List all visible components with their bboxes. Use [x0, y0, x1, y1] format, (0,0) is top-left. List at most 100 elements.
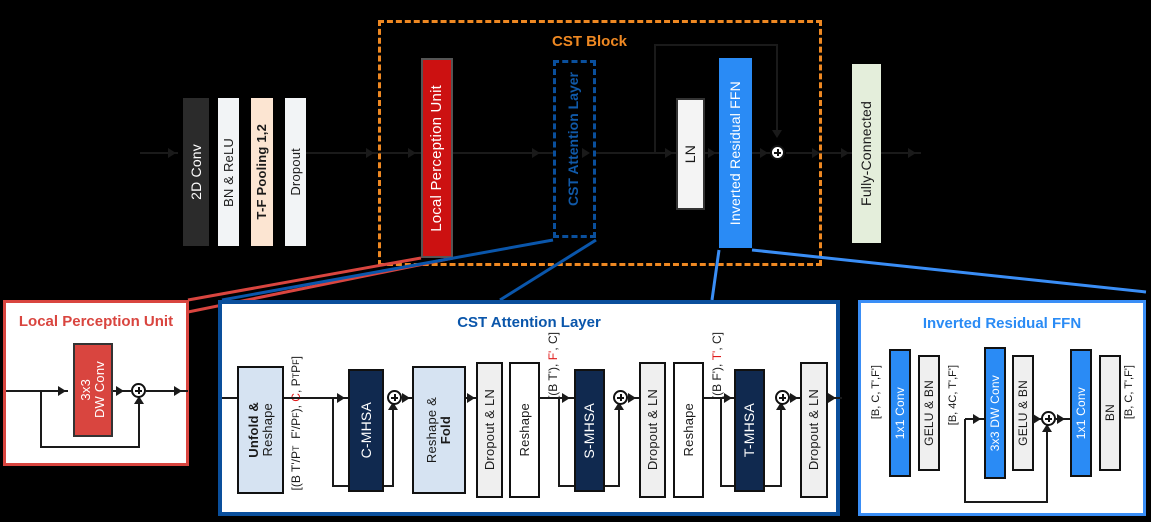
block-dropout[interactable]: Dropout — [285, 98, 306, 246]
stage-dropout-ln-3-label: Dropout & LN — [806, 389, 822, 471]
ffn-add-operator — [1041, 411, 1056, 426]
stage-reshape-fold-label-2: Fold — [438, 415, 453, 445]
block-inverted-residual-ffn-label: Inverted Residual FFN — [727, 80, 744, 226]
input-arrow — [168, 148, 176, 158]
ffn-skip-vertical-left — [654, 44, 656, 154]
lpu-add-arrow — [116, 386, 124, 396]
lpu-add-operator — [131, 383, 146, 398]
block-bn-relu[interactable]: BN & ReLU — [218, 98, 239, 246]
stage-dropout-ln-1[interactable]: Dropout & LN — [476, 362, 503, 498]
arrow-into-tmhsa — [724, 393, 732, 403]
ffn-skip-arrow — [1042, 424, 1052, 432]
ffn-panel-title: Inverted Residual FFN — [922, 315, 1082, 332]
stage-t-mhsa-label: T-MHSA — [741, 403, 758, 458]
ffn-arrow-into-dwconv — [973, 414, 981, 424]
block-dropout-label: Dropout — [287, 148, 303, 196]
smhsa-skip-arrow — [614, 402, 624, 410]
ffn-skip-horizontal — [654, 44, 778, 46]
ffn-detail-panel: Inverted Residual FFN [B, C, T',F'] [B, … — [858, 300, 1146, 516]
stage-dropout-ln-2-label: Dropout & LN — [644, 389, 660, 471]
smhsa-out-arrow — [628, 393, 636, 403]
block-2d-conv-label: 2D Conv — [187, 144, 204, 200]
stage-s-mhsa[interactable]: S-MHSA — [574, 369, 605, 492]
arrow-into-add — [760, 148, 768, 158]
smhsa-add-operator — [613, 390, 628, 405]
cst-output-arrow — [828, 393, 836, 403]
block-bn-relu-label: BN & ReLU — [220, 137, 236, 207]
ffn-block-gelu-bn-second-label: GELU & BN — [1015, 380, 1030, 446]
output-arrow — [908, 148, 916, 158]
block-ln-label: LN — [682, 144, 699, 164]
line-dropout-to-cst — [306, 152, 378, 154]
ffn-block-gelu-bn-first[interactable]: GELU & BN — [918, 355, 940, 471]
lpu-output-line — [146, 390, 188, 392]
stage-unfold-reshape[interactable]: Unfold & Reshape — [237, 366, 284, 494]
ffn-skip-arrow — [772, 130, 782, 138]
arrow-fold-to-dropout1 — [467, 393, 475, 403]
shape-label-2: [(B T'), F', C] — [546, 332, 560, 400]
lpu-dw-conv-block[interactable]: 3x3 DW Conv — [73, 343, 113, 437]
arrow-into-ln — [665, 148, 673, 158]
stage-dropout-ln-2[interactable]: Dropout & LN — [639, 362, 666, 498]
arrow-into-fc — [841, 148, 849, 158]
lpu-skip-down — [40, 391, 42, 447]
cst-block-title: CST Block — [552, 33, 628, 50]
shape-label-3: [(B F'), T', C] — [710, 332, 724, 400]
ffn-shape-label-2: [B, 4C, T',F'] — [947, 365, 959, 426]
arrow-exit-cst-block — [812, 148, 820, 158]
cst-attention-detail-panel: CST Attention Layer Unfold & Reshape [(B… — [218, 300, 842, 516]
cst-arrow-into-cmhsa — [337, 393, 345, 403]
stage-t-mhsa[interactable]: T-MHSA — [734, 369, 765, 492]
block-tf-pooling[interactable]: T-F Pooling 1,2 — [251, 98, 273, 246]
lpu-output-arrow — [174, 386, 182, 396]
lpu-panel-title: Local Perception Unit — [18, 313, 174, 330]
tmhsa-skip-down — [720, 398, 722, 486]
ffn-block-3x3-dw-conv[interactable]: 3x3 DW Conv — [984, 347, 1006, 479]
ffn-block-1x1-conv-first[interactable]: 1x1 Conv — [889, 349, 911, 477]
block-2d-conv[interactable]: 2D Conv — [183, 98, 209, 246]
cmhsa-skip-arrow — [388, 402, 398, 410]
line-attn-to-ln — [596, 152, 676, 154]
ffn-skip-h — [964, 501, 1048, 503]
stage-reshape-fold-label-1: Reshape & — [424, 396, 440, 464]
stage-reshape-1-label: Reshape — [516, 403, 532, 457]
ffn-block-1x1-conv-last[interactable]: 1x1 Conv — [1070, 349, 1092, 477]
stage-reshape-1[interactable]: Reshape — [509, 362, 540, 498]
stage-reshape-fold[interactable]: Reshape & Fold — [412, 366, 466, 494]
block-ln[interactable]: LN — [676, 98, 705, 210]
ffn-skip-up — [1046, 431, 1048, 503]
lpu-skip-arrow — [134, 396, 144, 404]
tmhsa-skip-arrow — [776, 402, 786, 410]
cmhsa-out-arrow — [402, 393, 410, 403]
ffn-block-bn-label: BN — [1102, 404, 1117, 422]
block-local-perception-unit[interactable]: Local Perception Unit — [421, 58, 453, 258]
stage-dropout-ln-1-label: Dropout & LN — [481, 389, 497, 471]
ffn-shape-label-3: [B, C, T',F'] — [1123, 365, 1135, 420]
cst-line-to-cmhsa — [284, 397, 350, 399]
block-fully-connected-label: Fully-Connected — [858, 101, 875, 206]
stage-reshape-2[interactable]: Reshape — [673, 362, 704, 498]
ffn-block-3x3-dw-conv-label: 3x3 DW Conv — [987, 374, 1002, 452]
block-inverted-residual-ffn[interactable]: Inverted Residual FFN — [719, 58, 752, 248]
stage-reshape-2-label: Reshape — [680, 403, 696, 457]
stage-c-mhsa[interactable]: C-MHSA — [348, 369, 384, 492]
block-tf-pooling-label: T-F Pooling 1,2 — [254, 124, 270, 220]
lpu-skip-up — [138, 403, 140, 447]
tmhsa-out-arrow — [790, 393, 798, 403]
lpu-input-line — [6, 390, 68, 392]
cmhsa-skip-down — [332, 398, 334, 486]
cst-panel-title: CST Attention Layer — [457, 314, 601, 331]
ffn-block-gelu-bn-second[interactable]: GELU & BN — [1012, 355, 1034, 471]
shape-label-1: [(B T'/PT F'/PF), C, PTPF] — [289, 356, 303, 491]
block-cst-attention-layer[interactable] — [553, 60, 596, 238]
ffn-arrow-to-add — [1033, 414, 1041, 424]
tmhsa-skip-up — [780, 409, 782, 486]
cst-input-line — [222, 397, 242, 399]
ffn-block-bn[interactable]: BN — [1099, 355, 1121, 471]
lpu-skip-horizontal — [40, 446, 140, 448]
stage-dropout-ln-3[interactable]: Dropout & LN — [800, 362, 828, 498]
line-cst-to-lpu — [379, 152, 421, 154]
block-fully-connected[interactable]: Fully-Connected — [852, 64, 881, 243]
lpu-detail-panel: Local Perception Unit 3x3 DW Conv — [3, 300, 189, 466]
